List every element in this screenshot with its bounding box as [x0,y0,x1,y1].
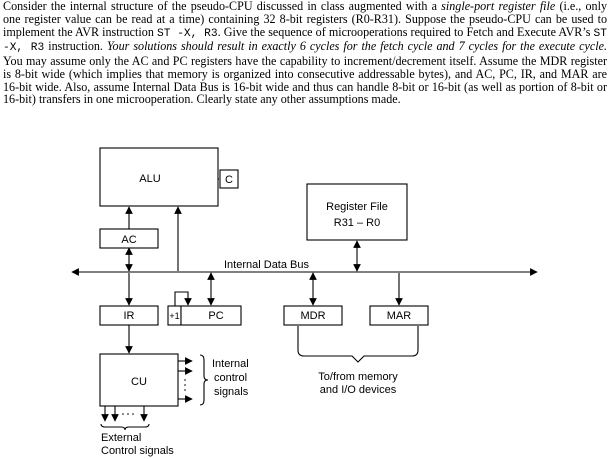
register-range-label: R31 – R0 [334,217,380,229]
para-emphasis-2: Your solutions should result in exactly … [106,39,607,54]
internal-data-bus-label: Internal Data Bus [224,259,309,271]
register-file-box [306,183,408,241]
ac-label: AC [121,234,136,246]
para-text-5: You may assume only the AC and PC regist… [3,54,607,107]
mdr-box [283,305,343,326]
instruction-code-1: ST -X, R3 [156,27,218,40]
cu-label: CU [131,376,147,388]
internal-signals-label-2: control [214,372,247,384]
c-flag-label: C [225,174,233,186]
pc-label: PC [208,310,223,322]
mdr-label: MDR [300,310,325,322]
alu-box [99,147,219,207]
increment-label: +1 [169,311,179,321]
pc-increment-loop [174,291,192,306]
c-flag-box [219,169,239,189]
para-emphasis-1: single-port register file [441,0,556,13]
instruction-code-2: ST -X, R3 [3,27,607,55]
memory-bracket [297,326,419,363]
mar-label: MAR [387,310,412,322]
para-text-1: Consider the internal structure of the p… [3,0,442,13]
pc-box [180,305,242,326]
alu-label: ALU [139,173,160,185]
ir-label: IR [124,310,135,322]
external-signals-label-1: External [101,432,141,444]
problem-paragraph: Consider the internal structure of the p… [3,0,607,106]
external-signals-label-2: Control signals [101,445,174,457]
internal-signals-label-3: signals [214,386,249,398]
cu-box [99,353,179,407]
external-signals-brace [100,423,150,431]
internal-signals-brace [199,354,209,406]
para-text-3: . Give the sequence of microoperations r… [217,24,594,39]
para-text-2: (i.e., only one register value can be re… [3,0,608,39]
mar-box [369,305,429,326]
memory-label-1: To/from memory [318,371,398,383]
para-text-4: instruction. [44,39,107,54]
internal-signals-label-1: Internal [212,358,249,370]
register-file-label: Register File [326,201,388,213]
memory-label-2: and I/O devices [320,384,397,396]
